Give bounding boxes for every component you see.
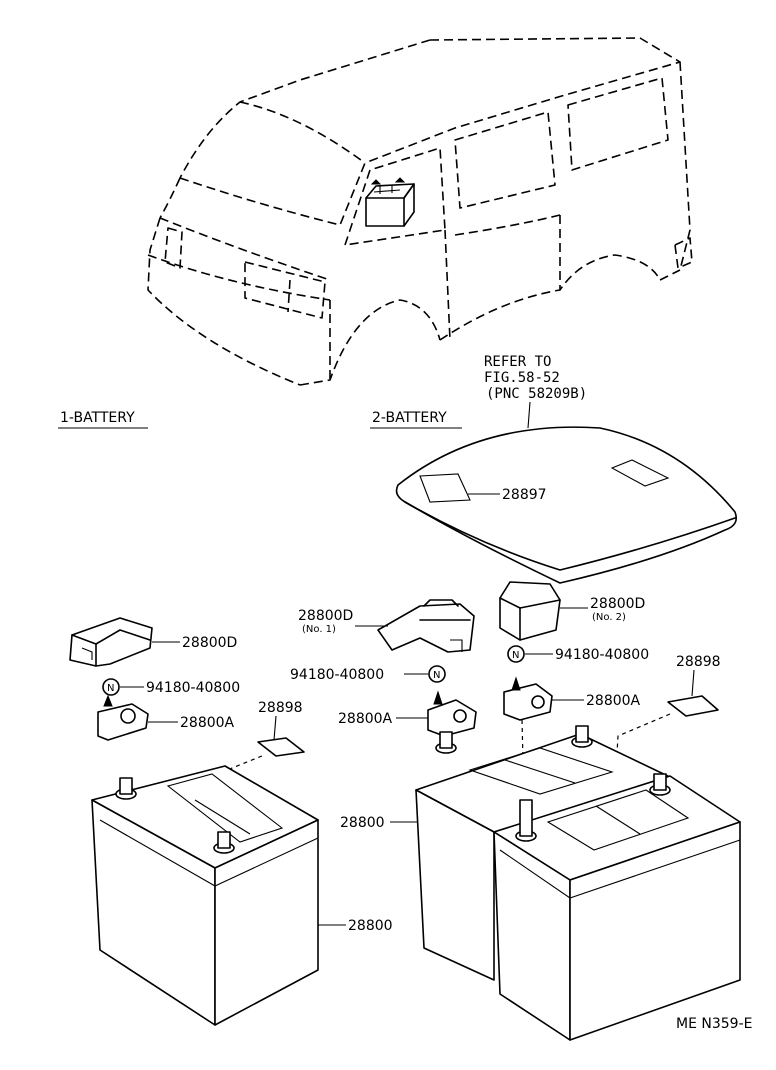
label-28800d-left: 28800D (182, 635, 237, 651)
nut-middle: N 94180-40800 (290, 665, 446, 683)
nut-symbol-right: N (512, 650, 519, 661)
label-no1: (No. 1) (302, 624, 336, 635)
refer-line-1: REFER TO (484, 354, 551, 370)
terminal-clamp-no2: 28800A (503, 676, 641, 801)
label-94180-right: 94180-40800 (555, 647, 649, 663)
nut-right: N 94180-40800 (507, 645, 649, 663)
terminal-clamp-left: 28800A (97, 694, 235, 741)
refer-line-3: (PNC 58209B) (486, 386, 587, 402)
label-28800a-middle: 28800A (338, 711, 393, 727)
terminal-cover-no1: 28800D (No. 1) (298, 599, 475, 653)
van-illustration (147, 37, 693, 386)
terminal-cover-left: 28800D (69, 617, 237, 667)
section-1-battery-header: 1-BATTERY (58, 410, 148, 429)
section-1-battery-label: 1-BATTERY (60, 410, 135, 426)
label-28897: 28897 (502, 487, 547, 503)
label-28800a-left: 28800A (180, 715, 235, 731)
figure-code: ME N359-E (676, 1016, 752, 1032)
terminal-clamp-no1: 28800A (338, 690, 477, 737)
label-28800a-right: 28800A (586, 693, 641, 709)
label-94180-left: 94180-40800 (146, 680, 240, 696)
label-no2: (No. 2) (592, 612, 626, 623)
refer-note: REFER TO FIG.58-52 (PNC 58209B) (484, 354, 587, 429)
nut-symbol-left: N (107, 683, 114, 694)
battery-cover: 28897 (395, 426, 738, 584)
battery-label-right: 28898 (615, 654, 721, 771)
section-2-battery-header: 2-BATTERY (370, 410, 462, 429)
label-28898-left: 28898 (258, 700, 303, 716)
label-28898-right: 28898 (676, 654, 721, 670)
label-28800d-no2: 28800D (590, 596, 645, 612)
label-28800d-no1: 28800D (298, 608, 353, 624)
label-28800-left: 28800 (348, 918, 393, 934)
nut-symbol-middle: N (433, 670, 440, 681)
section-2-battery-label: 2-BATTERY (372, 410, 447, 426)
nut-left: N 94180-40800 (102, 678, 240, 696)
battery-left: 28800 (91, 765, 393, 1026)
terminal-cover-no2: 28800D (No. 2) (499, 581, 645, 641)
refer-line-2: FIG.58-52 (484, 370, 560, 386)
battery-pair: 28800 (340, 725, 741, 1041)
label-94180-middle: 94180-40800 (290, 667, 384, 683)
label-28800-right: 28800 (340, 815, 385, 831)
